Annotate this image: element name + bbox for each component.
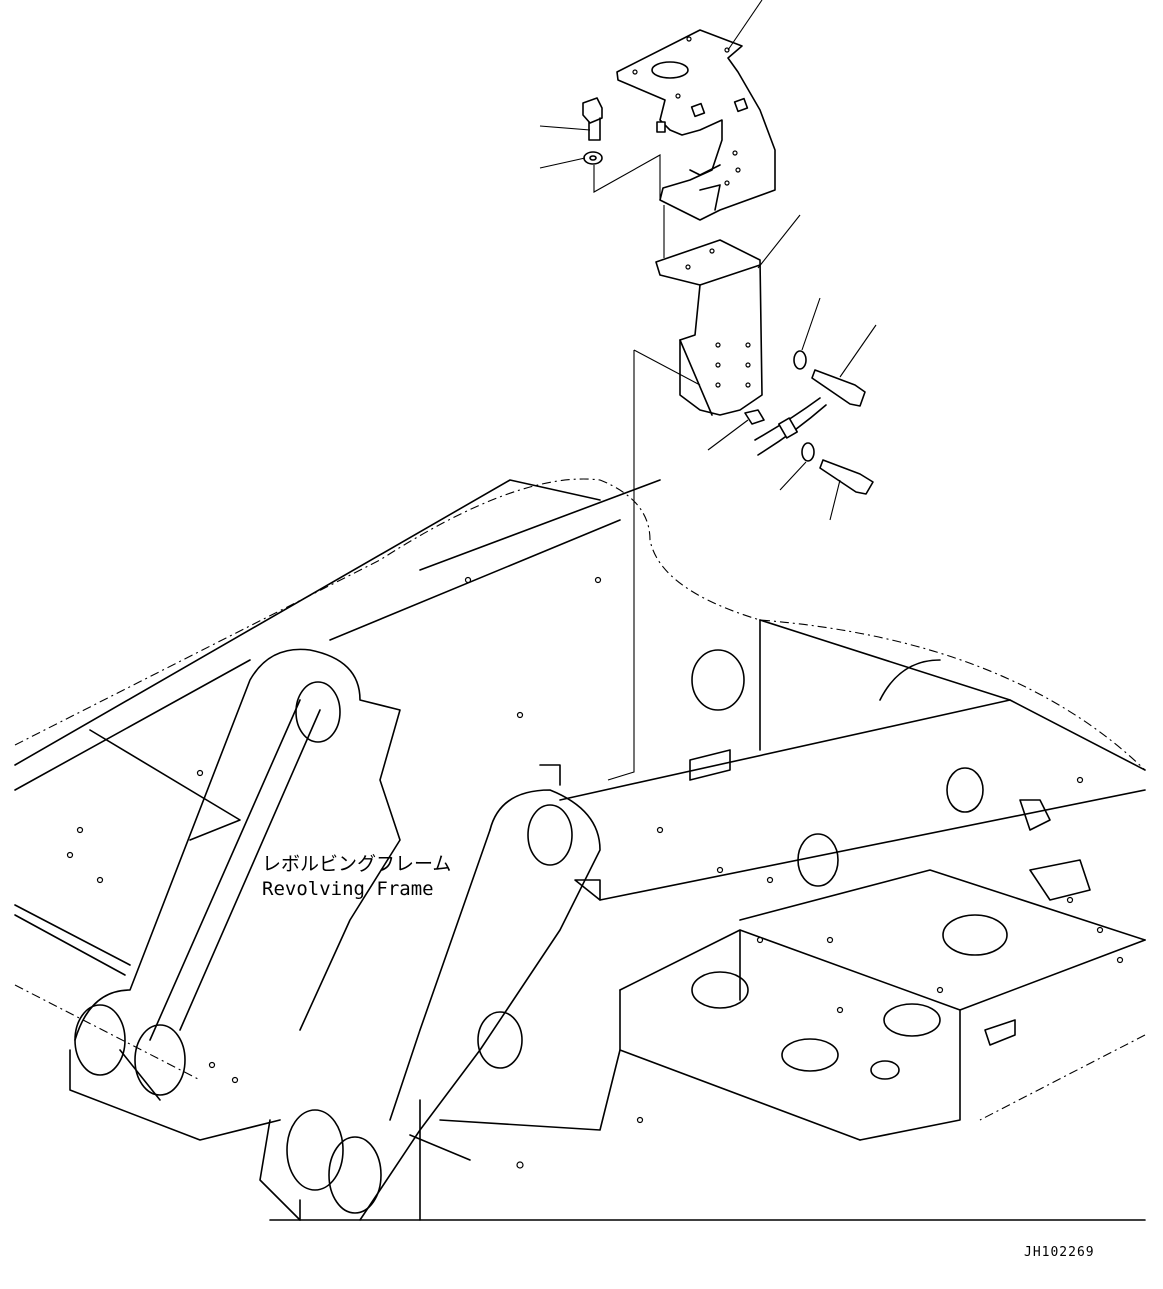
frame-label-english: Revolving Frame — [262, 878, 434, 900]
drawing-code: JH102269 — [1024, 1245, 1095, 1260]
upper-bracket — [616, 29, 776, 221]
leader-lines — [539, 0, 877, 781]
lower-bracket — [655, 239, 827, 456]
hardware — [582, 97, 874, 495]
frame-label-japanese: レボルビングフレーム — [262, 853, 451, 875]
revolving-frame — [14, 478, 1146, 1221]
